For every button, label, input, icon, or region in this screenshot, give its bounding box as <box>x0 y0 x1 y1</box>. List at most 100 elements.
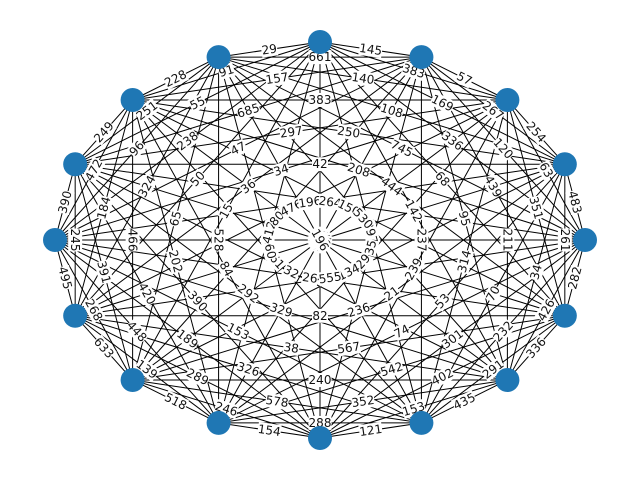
edge-weight-label: 352 <box>351 393 376 410</box>
edge-label: 240 <box>308 373 332 388</box>
edge-label-background <box>523 118 549 146</box>
edge-label-background <box>260 41 279 58</box>
edge-weight-label: 63 <box>536 160 556 180</box>
edge-label-background <box>235 100 262 121</box>
edge-label: 314 <box>454 248 475 275</box>
edge-label: 745 <box>388 137 416 160</box>
edge-label: 34 <box>271 160 291 180</box>
edge-label-background <box>184 287 211 315</box>
edge-label-background <box>378 100 405 121</box>
edge-weight-label: 633 <box>91 335 117 361</box>
edge-label-background <box>345 299 372 321</box>
edge-weight-label: 120 <box>490 135 516 161</box>
edge-weight-label: 42 <box>312 157 327 171</box>
graph-node <box>63 303 88 328</box>
edge-label: 236 <box>345 299 372 321</box>
edge-label-background <box>439 326 466 352</box>
edge-label: 84 <box>216 258 237 280</box>
edge-label-background <box>378 359 405 380</box>
graph-node <box>206 410 231 435</box>
edge-label-background <box>350 205 376 232</box>
edge-label-background <box>187 168 209 190</box>
edge-weight-label: 250 <box>336 124 361 141</box>
edge-label: 237 <box>414 228 429 252</box>
edge-label-background <box>388 137 416 160</box>
edge-weight-label: 65 <box>167 209 184 227</box>
edge-label-background <box>336 339 362 357</box>
edge-weight-label: 15 <box>216 201 236 221</box>
edge-weight-label: 567 <box>336 339 361 356</box>
graph-node <box>495 87 520 112</box>
edge-label: 65 <box>166 209 185 229</box>
edge-label: 685 <box>235 100 262 121</box>
edge-label: 435 <box>450 390 478 413</box>
edge-label-background <box>358 40 384 59</box>
edge-label-background <box>527 262 545 282</box>
edge-label: 21 <box>381 283 403 304</box>
edge-weight-label: 53 <box>432 291 453 312</box>
edge-label-background <box>166 209 185 229</box>
edge-weight-label: 483 <box>565 189 584 215</box>
edge-weight-label: 21 <box>381 283 402 303</box>
edge-label-background <box>414 228 429 252</box>
edge-weight-label: 153 <box>225 320 252 343</box>
edge-label-background <box>271 160 291 180</box>
edge-weight-label: 383 <box>309 93 332 107</box>
edge-label-background <box>317 269 343 287</box>
edge-label: 483 <box>565 189 585 216</box>
edge-label: 245 <box>68 228 83 252</box>
edge-weight-label: 74 <box>392 322 412 341</box>
edge-weight-label: 390 <box>55 189 74 215</box>
edge-label: 264 <box>317 193 343 211</box>
edge-label-background <box>381 283 403 304</box>
edge-label: 29 <box>260 41 279 58</box>
edge-weight-label: 121 <box>358 422 383 439</box>
edge-label: 57 <box>454 68 475 89</box>
edge-label-background <box>162 67 190 90</box>
graph-node <box>409 410 434 435</box>
edge-label: 329 <box>268 299 295 321</box>
edge-weight-label: 211 <box>500 229 514 252</box>
edge-label: 448 <box>123 318 150 345</box>
edge-label: 351 <box>526 194 546 221</box>
edge-label: 528 <box>211 228 226 252</box>
edge-label-background <box>216 258 237 280</box>
graph-node <box>308 426 332 450</box>
edge-label-background <box>133 98 161 124</box>
edge-weight-label: 237 <box>414 229 428 252</box>
edge-label-background <box>439 128 466 154</box>
edge-label-background <box>350 69 376 88</box>
edge-label-background <box>268 299 295 321</box>
edge-label-background <box>378 173 406 199</box>
edge-weight-label: 208 <box>346 160 372 180</box>
graph-node <box>552 303 577 328</box>
edge-label-background <box>91 118 117 146</box>
edge-weight-label: 314 <box>455 249 474 275</box>
edge-label: 108 <box>378 100 405 121</box>
edge-weight-label: 50 <box>187 169 208 190</box>
edge-label: 352 <box>350 392 376 411</box>
edge-label-background <box>264 69 290 88</box>
edge-weight-label: 245 <box>68 229 82 252</box>
edge-label-background <box>335 260 363 284</box>
edge-label-background <box>256 421 282 440</box>
edge-label: 42 <box>312 157 328 172</box>
edge-label: 120 <box>490 135 517 162</box>
edge-label-background <box>454 68 475 89</box>
edge-label-background <box>345 159 372 181</box>
edge-label: 211 <box>500 228 515 252</box>
edge-label: 184 <box>94 194 114 221</box>
edge-label-background <box>358 421 384 440</box>
edge-weight-label: 47 <box>228 139 248 158</box>
edge-weight-label: 745 <box>388 137 415 160</box>
edge-label-background <box>308 50 332 65</box>
edge-label-background <box>401 197 426 225</box>
edge-weight-label: 34 <box>272 161 291 179</box>
edge-weight-label: 326 <box>235 359 261 379</box>
edge-label-background <box>227 138 249 159</box>
edge-label-background <box>135 280 159 308</box>
edge-label-background <box>82 296 106 324</box>
edge-label-background <box>479 98 507 124</box>
edge-label-background <box>165 248 186 275</box>
edge-label-background <box>91 334 117 362</box>
